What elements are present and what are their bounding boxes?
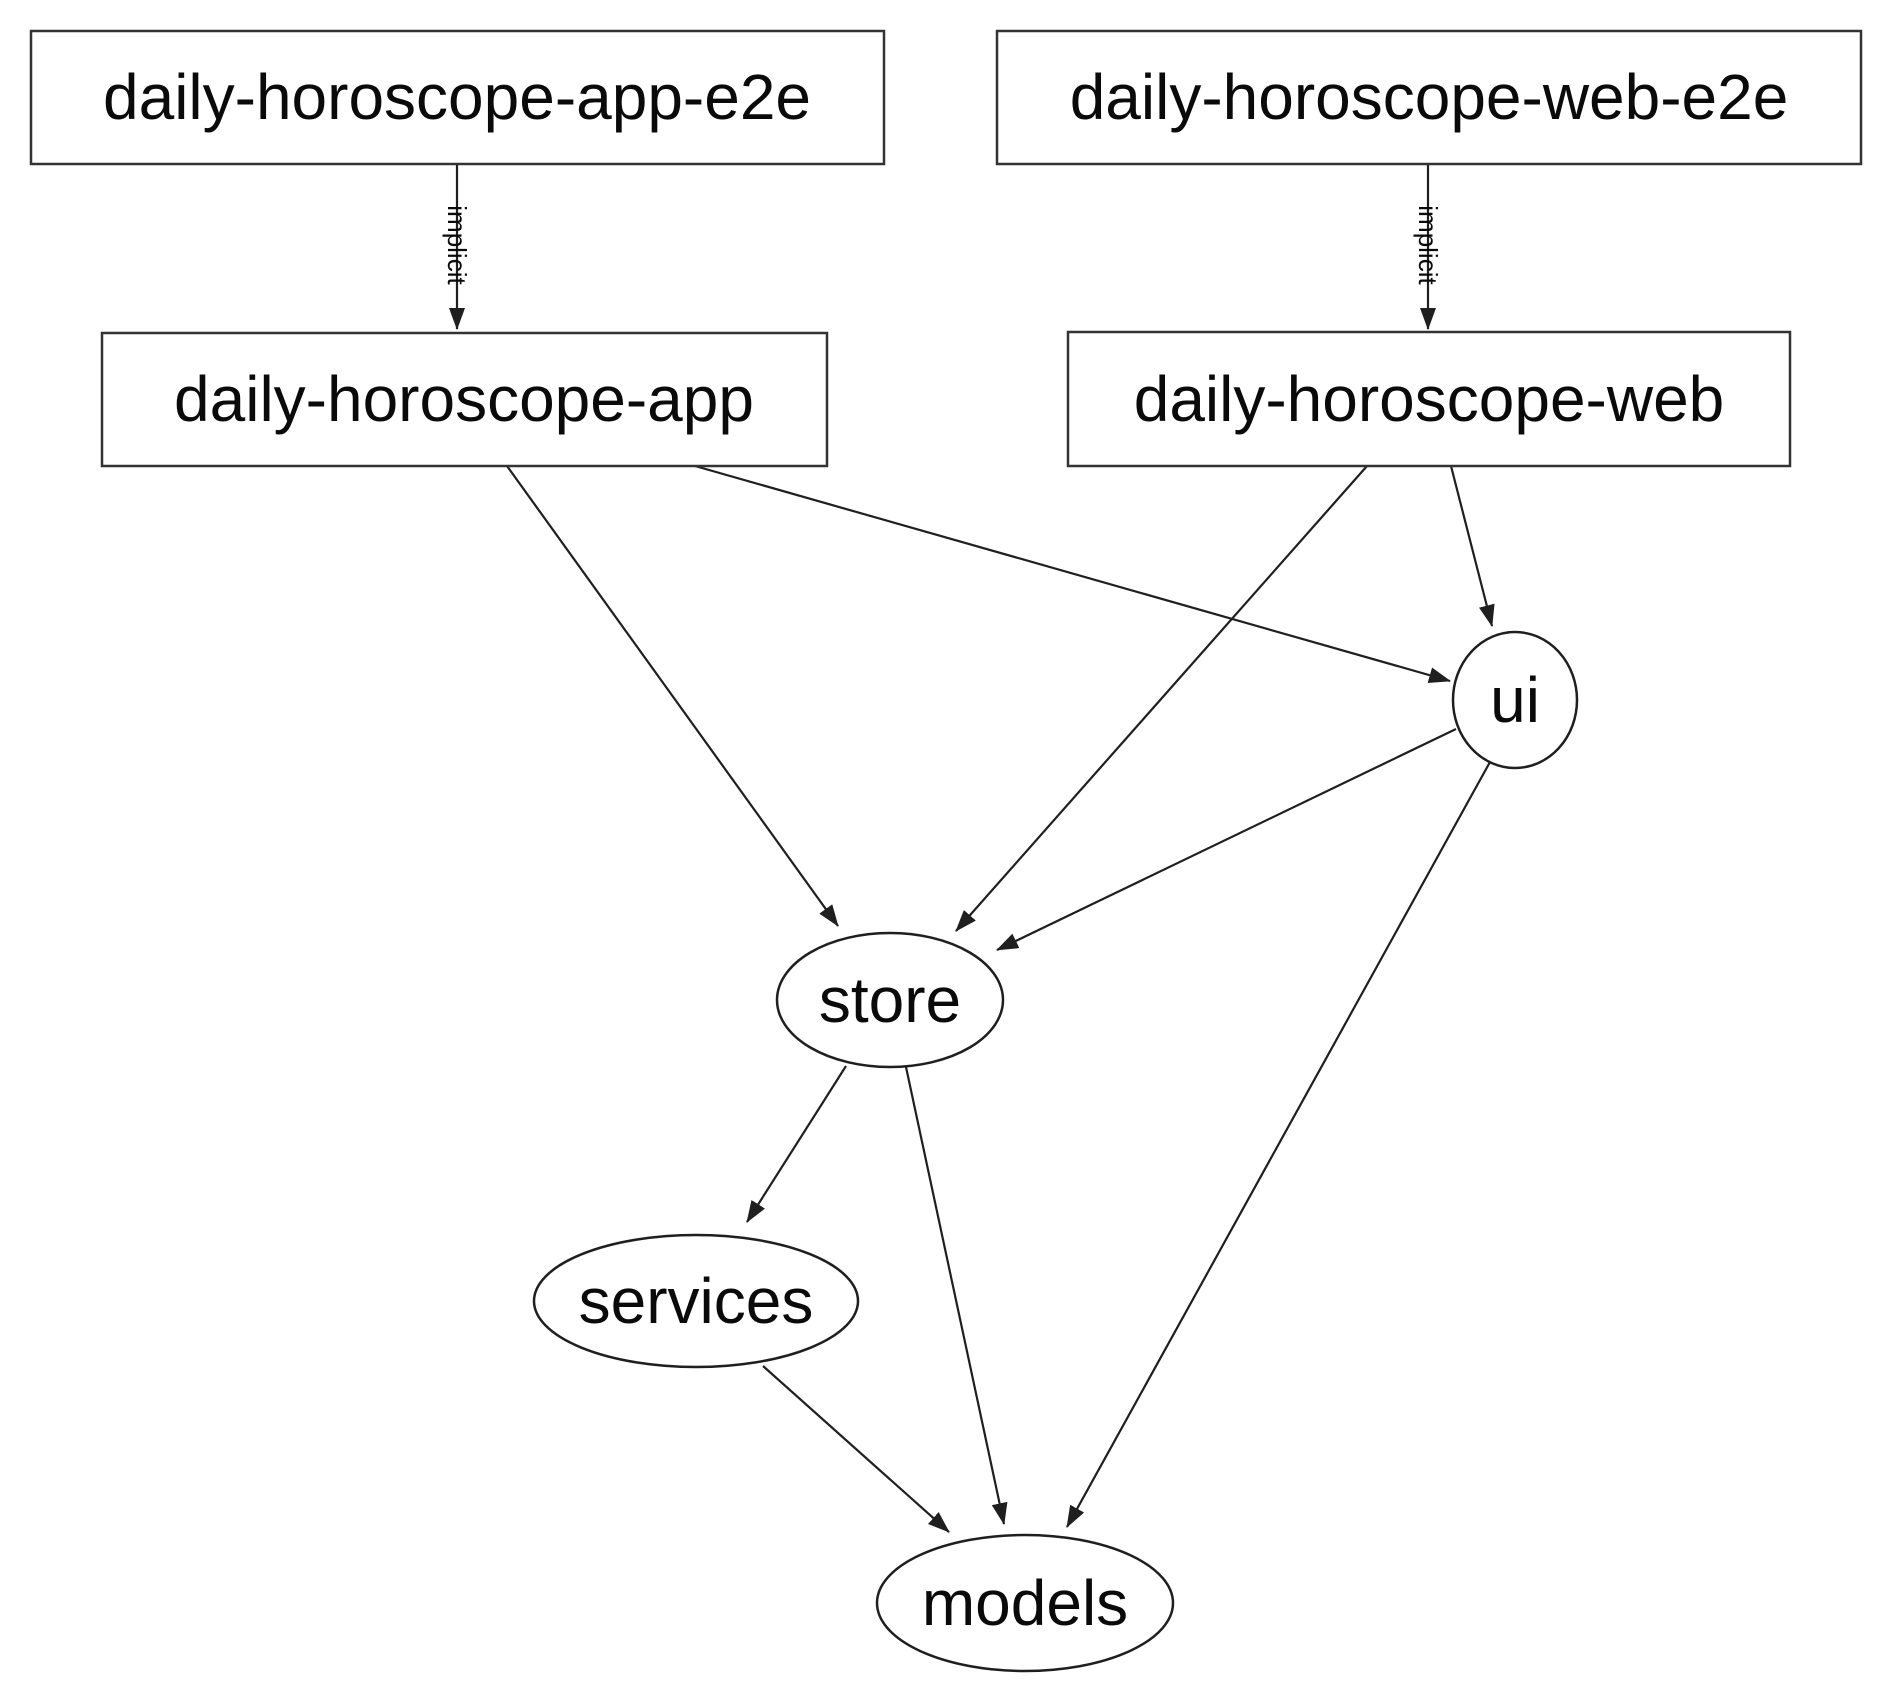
node-models: models bbox=[875, 1533, 1175, 1673]
node-label-web: daily-horoscope-web bbox=[1134, 363, 1725, 435]
edge-label-implicit-web: implicit bbox=[1413, 205, 1443, 285]
node-label-store: store bbox=[819, 964, 961, 1036]
edge-web-to-store bbox=[955, 465, 1368, 932]
node-ellipse-services bbox=[532, 1233, 860, 1369]
node-label-ui: ui bbox=[1490, 664, 1540, 736]
edges bbox=[449, 164, 1495, 1533]
node-ellipse-ui bbox=[1451, 630, 1579, 770]
node-web-e2e: daily-horoscope-web-e2e bbox=[995, 29, 1863, 166]
node-app: daily-horoscope-app bbox=[100, 331, 829, 468]
node-services: services bbox=[532, 1233, 860, 1369]
node-box-web bbox=[1066, 330, 1792, 468]
edge-web-to-ui bbox=[1449, 465, 1495, 627]
edge-services-to-models bbox=[762, 1365, 950, 1533]
node-box-app bbox=[100, 331, 829, 468]
edge-ui-to-models bbox=[1066, 761, 1491, 1528]
node-label-services: services bbox=[579, 1265, 814, 1337]
node-box-app-e2e bbox=[29, 29, 886, 166]
node-ellipse-models bbox=[875, 1533, 1175, 1673]
node-label-app: daily-horoscope-app bbox=[174, 363, 754, 435]
node-web: daily-horoscope-web bbox=[1066, 330, 1792, 468]
node-label-app-e2e: daily-horoscope-app-e2e bbox=[103, 61, 811, 133]
node-box-web-e2e bbox=[995, 29, 1863, 166]
edge-ui-to-store bbox=[996, 728, 1457, 951]
node-ellipse-store bbox=[775, 931, 1005, 1069]
edge-store-to-models bbox=[904, 1066, 1008, 1525]
edge-label-implicit-app: implicit bbox=[442, 205, 472, 285]
node-store: store bbox=[775, 931, 1005, 1069]
edge-app-to-store bbox=[506, 465, 839, 927]
edge-app-to-ui bbox=[694, 464, 1451, 683]
node-label-web-e2e: daily-horoscope-web-e2e bbox=[1070, 61, 1789, 133]
edge-store-to-services bbox=[746, 1065, 847, 1223]
node-label-models: models bbox=[922, 1567, 1128, 1639]
node-app-e2e: daily-horoscope-app-e2e bbox=[29, 29, 886, 166]
node-ui: ui bbox=[1451, 630, 1579, 770]
